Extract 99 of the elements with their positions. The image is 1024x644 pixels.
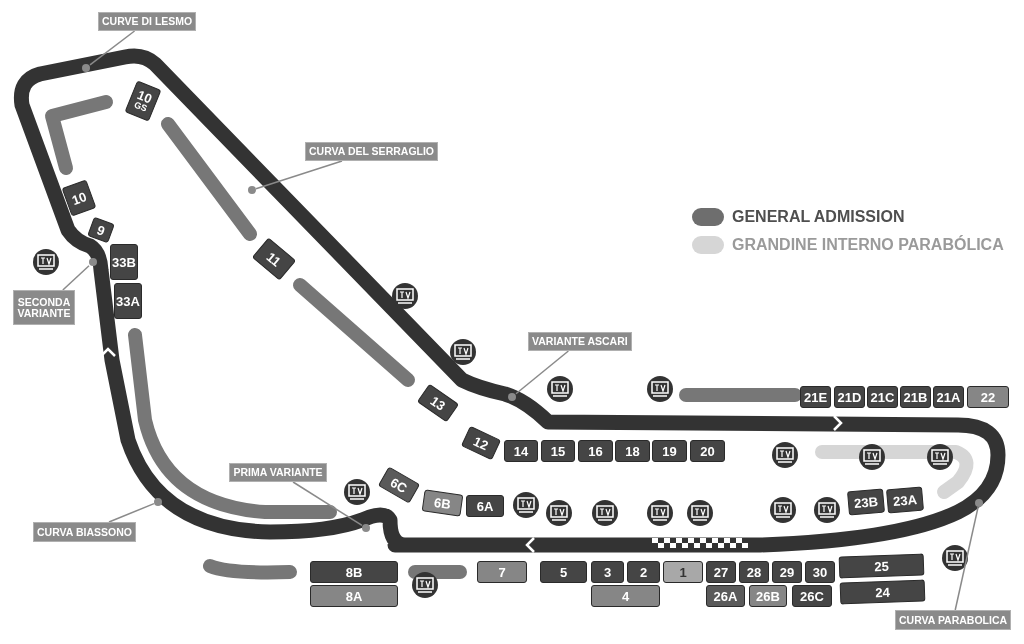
track-point-marker [975, 499, 983, 507]
corner-name-tag [13, 290, 75, 325]
grandstand-number: 14 [513, 444, 529, 458]
grandstand-number: 21A [936, 390, 961, 404]
grandstand-number: 25 [874, 559, 889, 573]
grandstand-box [310, 585, 398, 607]
grandstand-box [466, 495, 504, 517]
leader-line [62, 264, 90, 291]
grandstand-number: 22 [980, 390, 996, 404]
grandstand-number: 21C [870, 390, 895, 404]
corner-name-tag [528, 332, 632, 351]
grandstand-number: 6B [433, 495, 452, 511]
grandstand-number: 16 [588, 444, 603, 458]
leader-line [292, 481, 363, 527]
grandstand-number: 20 [700, 444, 715, 458]
grandstand-number: 21D [837, 390, 862, 404]
grandstand-box [739, 561, 769, 583]
grandstand-number: 23A [892, 492, 918, 508]
grandstand-number: 29 [779, 565, 795, 579]
grandstand-box [967, 386, 1009, 408]
grandstand-number: 18 [625, 444, 640, 458]
grandstand-number: 30 [812, 565, 828, 579]
grandstand-box [772, 561, 802, 583]
grandstand-box [706, 561, 736, 583]
corner-name: CURVA PARABOLICA [899, 614, 1008, 626]
grandstand-box [663, 561, 703, 583]
grandstand-box [615, 440, 650, 462]
grandstand-box [805, 561, 835, 583]
leader-line [108, 502, 155, 523]
grandstand-number: 33A [116, 294, 140, 308]
corner-name: PRIMA VARIANTE [233, 467, 323, 478]
grandstand-number: 8B [345, 565, 363, 579]
grandstand-box [591, 561, 624, 583]
grandstand-number: 10 [70, 189, 88, 207]
grandstand-number: 33B [112, 255, 136, 269]
grandstand-box [110, 244, 138, 280]
grandstand-number: 4 [621, 589, 630, 603]
grandstand-box [706, 585, 745, 607]
leader-line [89, 30, 136, 66]
grandstand-box [541, 440, 575, 462]
grandstand-number: 26C [800, 589, 824, 603]
grandstand-number: 28 [746, 565, 762, 579]
grandstand-box [421, 489, 464, 517]
grandstand-number: 26A [713, 589, 738, 603]
grandstand-number: 23B [853, 494, 879, 510]
track-point-marker [154, 498, 162, 506]
leader-line [255, 160, 343, 190]
corner-name-tag [229, 463, 327, 482]
grandstand-box [114, 283, 142, 319]
corner-name: CURVA BIASSONO [37, 526, 132, 538]
grandstand-box [690, 440, 725, 462]
grandstand-box [847, 488, 885, 516]
track-point-marker [508, 393, 516, 401]
grandstand-box [504, 440, 538, 462]
grandstand-box [477, 561, 527, 583]
track-point-marker [89, 258, 97, 266]
grandstand-number: 21B [903, 390, 928, 404]
track-point-marker [362, 524, 370, 532]
grandstand-number: 21E [803, 390, 828, 404]
grandstand-number: 13 [428, 393, 448, 413]
grandstand-number: 8A [345, 589, 363, 603]
corner-name-tag [98, 12, 197, 31]
grandstand-number: 19 [662, 444, 677, 458]
grandstand-box [838, 553, 925, 579]
grandstand-number: 2 [639, 565, 648, 579]
grandstand-number: 12 [471, 434, 491, 452]
grandstand-number: 5 [559, 565, 568, 579]
grandstand-number: 7 [498, 565, 506, 579]
track-point-marker [248, 186, 256, 194]
grandstand-box [839, 579, 926, 605]
grandstand-number: 15 [550, 444, 566, 458]
corner-name: CURVE DI LESMO [102, 16, 193, 27]
grandstand-box [749, 585, 787, 607]
corner-name: VARIANTE ASCARI [532, 336, 628, 347]
grandstand-number: 3 [603, 565, 612, 579]
grandstand-number: 11 [264, 249, 284, 269]
grandstand-box [578, 440, 613, 462]
grandstand-number: 26B [756, 589, 780, 603]
grandstand-box [310, 561, 398, 583]
grandstand-box [886, 486, 924, 514]
grandstand-number: 24 [875, 585, 890, 599]
corner-name-tag [305, 142, 439, 161]
grandstand-number: 6A [476, 499, 494, 513]
grandstand-box [540, 561, 587, 583]
legend-text: GRANDINE INTERNO PARABÓLICA [732, 236, 1004, 254]
grandstand-number: 27 [713, 565, 729, 579]
grandstand-box [627, 561, 660, 583]
grandstand-number: 1 [679, 565, 687, 579]
corner-name: CURVA DEL SERRAGLIO [309, 146, 435, 157]
legend-text: GENERAL ADMISSION [732, 208, 905, 226]
leader-line [515, 350, 570, 395]
leader-line [954, 506, 979, 611]
grandstand-number: 9 [95, 222, 107, 238]
track-point-marker [82, 64, 90, 72]
grandstand-number: 6C [388, 475, 410, 495]
grandstand-box [652, 440, 687, 462]
grandstand-box [792, 585, 832, 607]
corner-name: SECONDA VARIANTE [17, 297, 71, 318]
grandstand-box [591, 585, 660, 607]
